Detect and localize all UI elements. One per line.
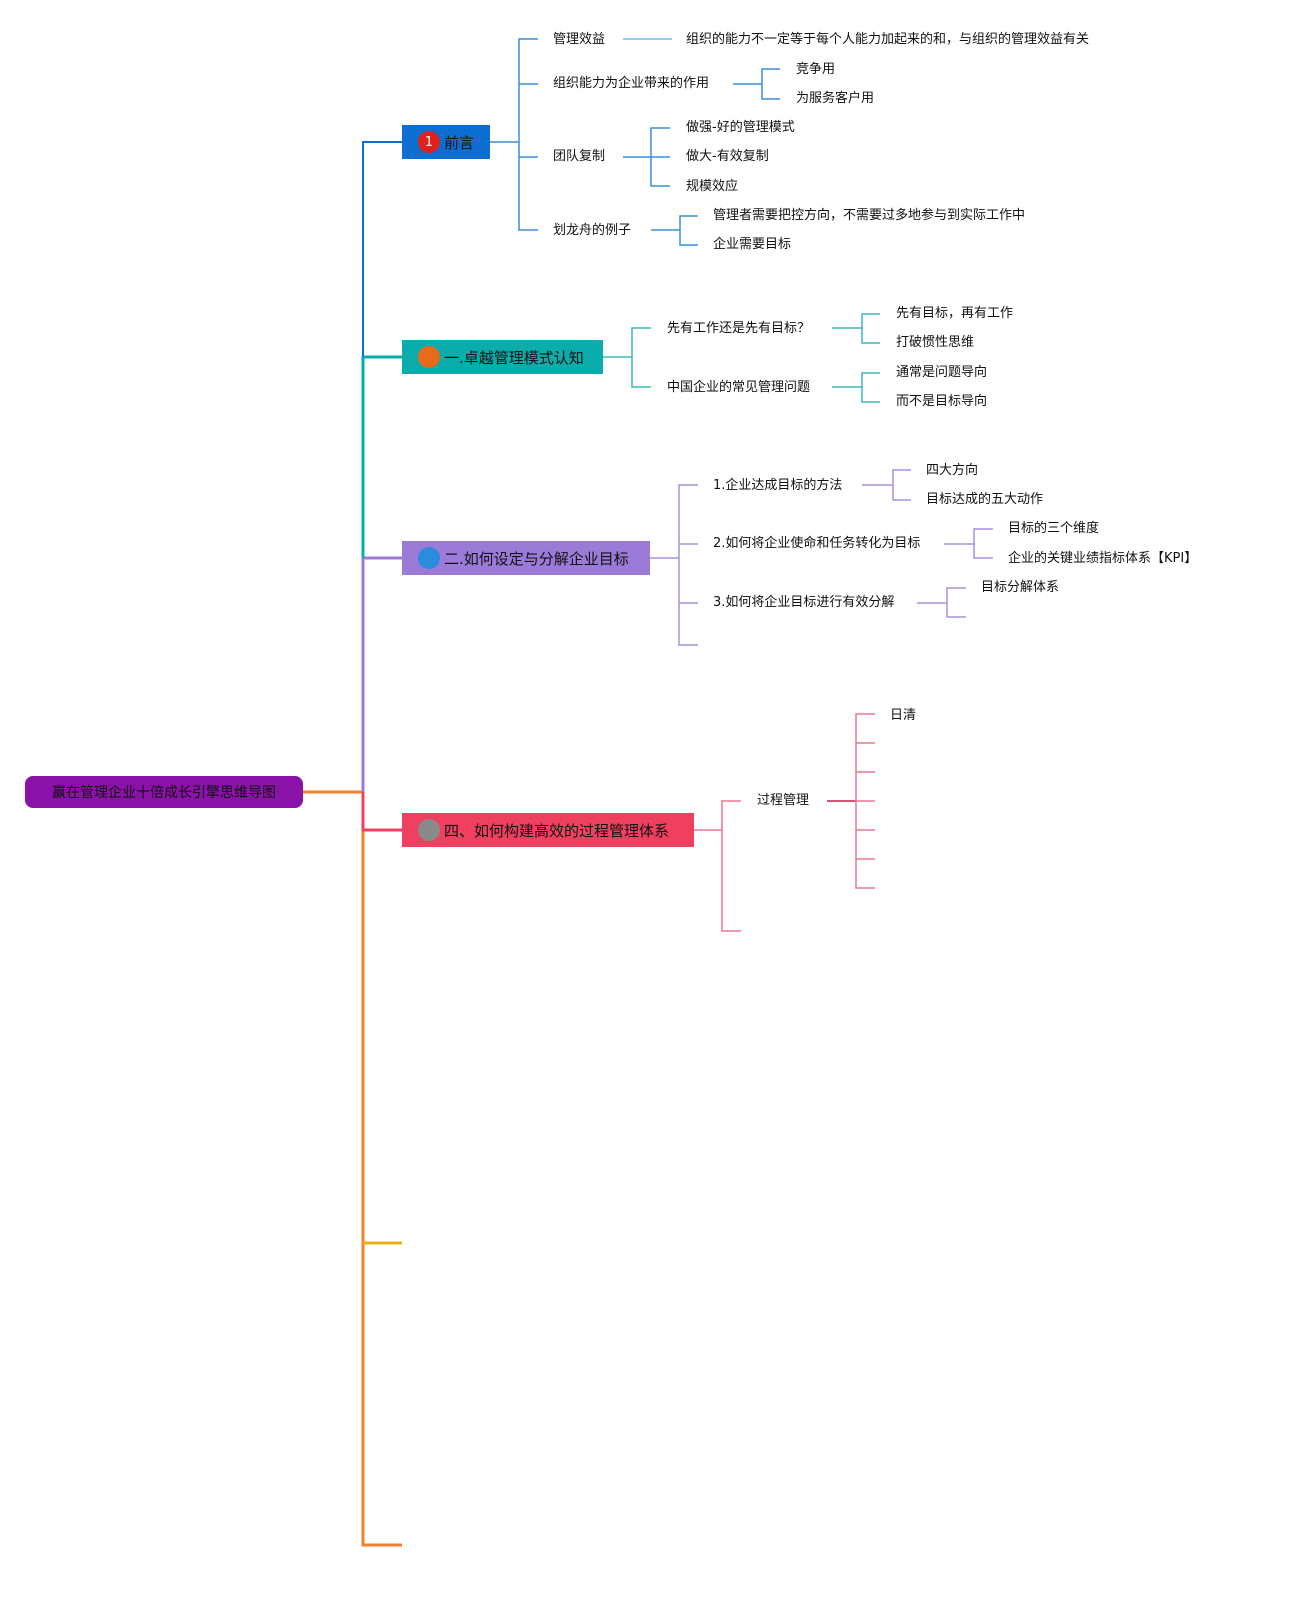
topic-node[interactable]: 企业的关键业绩指标体系【KPI】: [1008, 551, 1198, 566]
topic-node[interactable]: 先有工作还是先有目标？: [667, 321, 811, 336]
topic-node[interactable]: 划龙舟的例子: [553, 223, 632, 238]
topic-node[interactable]: 过程管理: [757, 793, 810, 808]
topic-node[interactable]: 四大方向: [926, 463, 979, 478]
number-badge-icon: 4: [418, 819, 440, 841]
topic-node[interactable]: 中国企业的常见管理问题: [667, 380, 811, 395]
branch-node-management-mode[interactable]: 2 一.卓越管理模式认知: [402, 340, 603, 374]
number-badge-icon: 3: [418, 547, 440, 569]
topic-node[interactable]: 2.如何将企业使命和任务转化为目标: [713, 536, 921, 551]
branch-label: 四、如何构建高效的过程管理体系: [444, 821, 670, 840]
trunk-line-orange: [303, 790, 402, 1547]
topic-node[interactable]: 打破惯性思维: [896, 335, 975, 350]
branch-label: 前言: [444, 133, 475, 152]
branch-node-preface[interactable]: 1 前言: [402, 125, 490, 159]
topic-node[interactable]: 竞争用: [796, 62, 836, 77]
root-node[interactable]: 赢在管理企业十倍成长引擎思维导图: [25, 776, 303, 808]
topic-node[interactable]: 管理效益: [553, 32, 606, 47]
topic-node[interactable]: 组织能力为企业带来的作用: [553, 76, 710, 91]
topic-node[interactable]: 目标达成的五大动作: [926, 492, 1044, 507]
trunk-line-red: [361, 792, 402, 832]
trunk-line-purple: [361, 556, 402, 792]
topic-node[interactable]: 3.如何将企业目标进行有效分解: [713, 595, 895, 610]
topic-node[interactable]: 做大-有效复制: [686, 149, 769, 164]
branch1-connectors: [490, 38, 780, 246]
number-badge-icon: 1: [418, 131, 440, 153]
topic-node[interactable]: 管理者需要把控方向，不需要过多地参与到实际工作中: [713, 208, 1026, 223]
branch3-connectors: [650, 469, 993, 646]
topic-node[interactable]: 先有目标，再有工作: [896, 306, 1014, 321]
branch-node-goal-setting[interactable]: 3 二.如何设定与分解企业目标: [402, 541, 650, 575]
topic-node[interactable]: 规模效应: [686, 179, 739, 194]
branch-node-process-management[interactable]: 4 四、如何构建高效的过程管理体系: [402, 813, 694, 847]
topic-node[interactable]: 1.企业达成目标的方法: [713, 478, 843, 493]
topic-node[interactable]: 做强-好的管理模式: [686, 120, 795, 135]
branch4-connectors: [694, 713, 875, 932]
trunk-line-teal: [361, 355, 402, 558]
topic-node[interactable]: 通常是问题导向: [896, 365, 988, 380]
topic-node[interactable]: 而不是目标导向: [896, 394, 988, 409]
topic-node[interactable]: 团队复制: [553, 149, 606, 164]
topic-node[interactable]: 目标的三个维度: [1008, 521, 1100, 536]
number-badge-icon: 2: [418, 346, 440, 368]
root-label: 赢在管理企业十倍成长引擎思维导图: [52, 785, 276, 801]
branch2-connectors: [603, 313, 880, 403]
topic-node[interactable]: 组织的能力不一定等于每个人能力加起来的和，与组织的管理效益有关: [686, 32, 1090, 47]
branch-label: 一.卓越管理模式认知: [444, 348, 584, 367]
topic-node[interactable]: 日清: [890, 708, 917, 723]
branch-label: 二.如何设定与分解企业目标: [444, 549, 629, 568]
topic-node[interactable]: 企业需要目标: [713, 237, 792, 252]
topic-node[interactable]: 目标分解体系: [981, 580, 1060, 595]
trunk-line-blue: [362, 141, 402, 357]
topic-node[interactable]: 为服务客户用: [796, 91, 875, 106]
